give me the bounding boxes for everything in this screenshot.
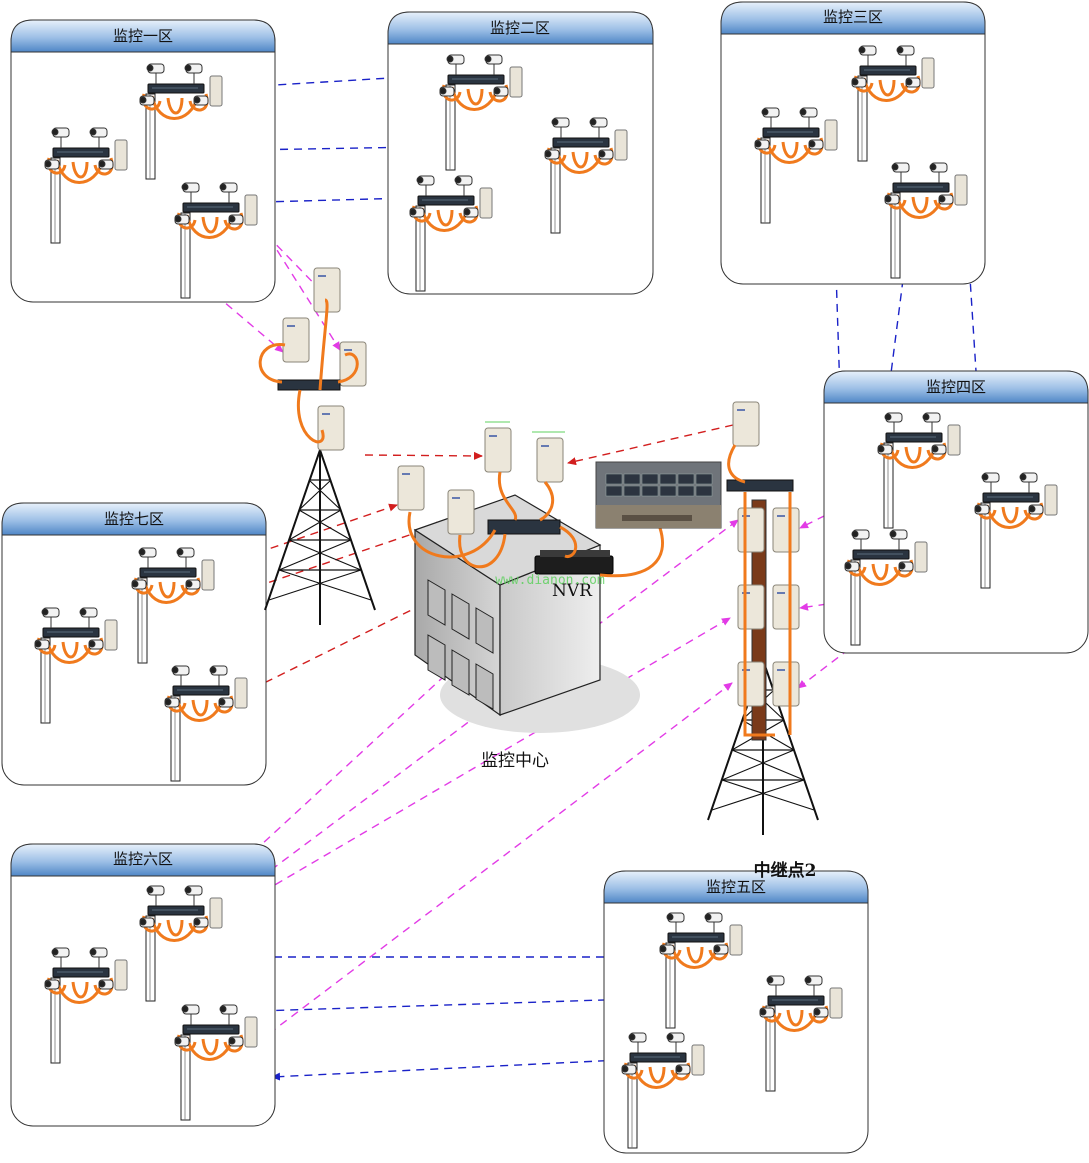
radio-unit — [447, 489, 475, 535]
zone-7: 监控七区 — [1, 502, 267, 786]
relay-2-label: 中继点2 — [754, 860, 817, 881]
radio-unit — [282, 317, 310, 363]
zone-7-title: 监控七区 — [104, 510, 164, 528]
nvr-device — [534, 555, 614, 575]
zone-2: 监控二区 — [387, 11, 654, 295]
radio-unit — [536, 437, 564, 483]
radio-unit — [772, 507, 800, 553]
zone-6: 监控六区 — [10, 843, 276, 1127]
network-switch — [487, 519, 561, 535]
zone-6-title: 监控六区 — [113, 850, 173, 868]
nvr-label: NVR — [552, 581, 593, 601]
zone-5-title: 监控五区 — [706, 878, 766, 896]
relay-tower-1 — [258, 267, 376, 626]
radio-unit — [732, 401, 760, 447]
radio-unit — [737, 661, 765, 707]
relay-tower-2: 中继点2 — [707, 401, 819, 881]
radio-unit — [737, 584, 765, 630]
zone-3-title: 监控三区 — [823, 8, 883, 26]
radio-unit — [317, 405, 345, 451]
zone-3: 监控三区 — [720, 1, 986, 285]
zone-2-title: 监控二区 — [490, 19, 550, 37]
monitoring-center: NVR www.dianon.com 监控中心 — [397, 421, 722, 771]
radio-unit — [772, 661, 800, 707]
zone-5: 监控五区 — [603, 870, 869, 1154]
network-switch — [277, 379, 341, 391]
zone-1: 监控一区 — [10, 19, 276, 303]
radio-unit — [397, 465, 425, 511]
center-label: 监控中心 — [481, 751, 549, 771]
radio-unit — [737, 507, 765, 553]
zone-4-title: 监控四区 — [926, 378, 986, 396]
zone-1-title: 监控一区 — [113, 27, 173, 45]
zone-4: 监控四区 — [823, 370, 1089, 654]
network-switch — [726, 479, 794, 492]
watermark: www.dianon.com — [495, 573, 605, 588]
radio-unit — [772, 584, 800, 630]
radio-unit — [484, 427, 512, 473]
